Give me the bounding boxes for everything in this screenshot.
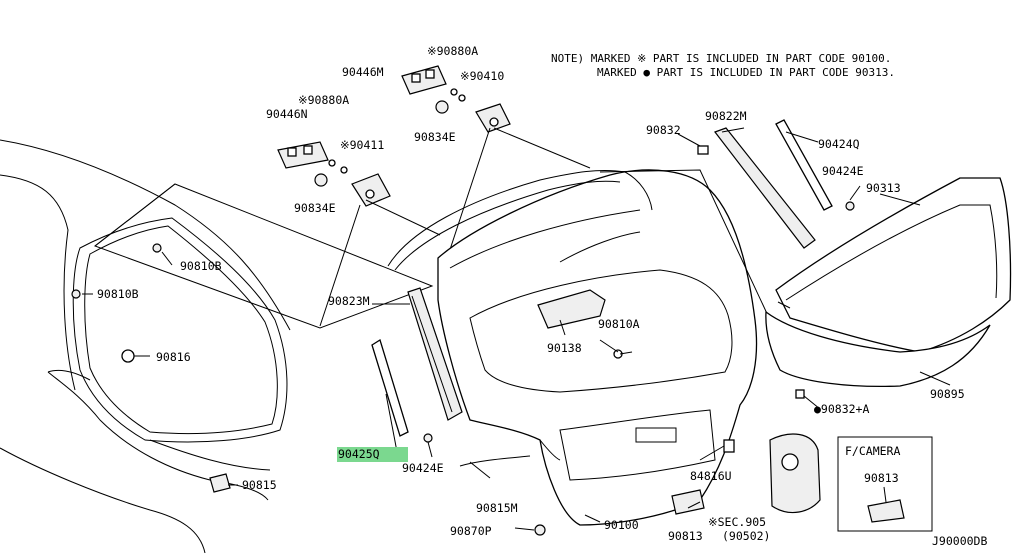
spoiler-90313 [775, 177, 1012, 353]
screw-90880A-top [450, 88, 458, 96]
stud-90424E-bottom [423, 433, 433, 443]
plate-90813 [671, 489, 705, 515]
label-90810A: 90810A [598, 317, 640, 331]
label-sec905: ※SEC.905 [708, 515, 766, 529]
label-sec905-sub: (90502) [722, 529, 770, 543]
lock-sec905 [769, 433, 821, 514]
car-body-outline [0, 139, 291, 553]
hinge-90411 [351, 173, 391, 207]
label-84816U: 84816U [690, 469, 732, 483]
guide-box-left [93, 183, 434, 329]
diagram-code: J90000DB [932, 534, 987, 548]
label-90810B-b: 90810B [97, 287, 139, 301]
label-90895: 90895 [930, 387, 965, 401]
label-90834E-left: 90834E [294, 201, 336, 215]
label-90815M: 90815M [476, 501, 518, 515]
label-90424Q: 90424Q [818, 137, 860, 151]
bolt-90810A [613, 349, 633, 359]
hinge-bracket-90446N [277, 141, 329, 169]
hinge-90410 [475, 103, 511, 133]
emblem-90138 [537, 289, 606, 329]
buffer-90834E-left [314, 173, 328, 187]
label-90410: ※90410 [460, 69, 504, 83]
label-90425Q: 90425Q [338, 447, 380, 461]
stay-90424Q [775, 119, 833, 211]
label-90138: 90138 [547, 341, 582, 355]
label-90100: 90100 [604, 518, 639, 532]
camera-inset-title: F/CAMERA [845, 444, 900, 458]
camera-inset-part: 90813 [864, 471, 899, 485]
bumper-90815 [209, 473, 231, 493]
highlight-90425Q [337, 447, 408, 462]
label-90446N: 90446N [266, 107, 308, 121]
nut-90810B-b [71, 289, 81, 299]
label-90870P: 90870P [450, 524, 492, 538]
glass-outline [387, 169, 653, 267]
label-90424E-right: 90424E [822, 164, 864, 178]
clip-90870P [534, 524, 546, 536]
label-90411: ※90411 [340, 138, 384, 152]
plug-90816 [121, 349, 135, 363]
label-90880A-top: ※90880A [427, 44, 478, 58]
note-line-2: MARKED ● PART IS INCLUDED IN PART CODE 9… [597, 66, 895, 79]
camera-inset: F/CAMERA 90813 [837, 436, 933, 532]
label-90832: 90832 [646, 123, 681, 137]
label-90880A-left: ※90880A [298, 93, 349, 107]
label-90810B-a: 90810B [180, 259, 222, 273]
label-90313: 90313 [866, 181, 901, 195]
nut-90810B-a [152, 243, 162, 253]
label-90815: 90815 [242, 478, 277, 492]
trim-90823M [407, 287, 463, 421]
screw-90880A-left [328, 159, 336, 167]
buffer-90834E-top [435, 100, 449, 114]
weatherstrip-90822M [714, 127, 816, 249]
stud-90424E-right [845, 201, 855, 211]
hinge-bracket-90446M [401, 65, 447, 95]
note-line-1: NOTE) MARKED ※ PART IS INCLUDED IN PART … [551, 52, 891, 65]
label-90813-bottom: 90813 [668, 529, 703, 543]
label-90424E-bottom: 90424E [402, 461, 444, 475]
clip-90832 [697, 145, 709, 155]
stay-90425Q [371, 338, 409, 437]
seal-90815M [459, 455, 531, 467]
garnish-90895 [765, 310, 991, 387]
label-90822M: 90822M [705, 109, 747, 123]
lamp-84816U [723, 439, 735, 453]
label-90816: 90816 [156, 350, 191, 364]
label-90823M: 90823M [328, 294, 370, 308]
label-90446M: 90446M [342, 65, 384, 79]
label-90832A: ●90832+A [814, 402, 869, 416]
label-90834E-top: 90834E [414, 130, 456, 144]
